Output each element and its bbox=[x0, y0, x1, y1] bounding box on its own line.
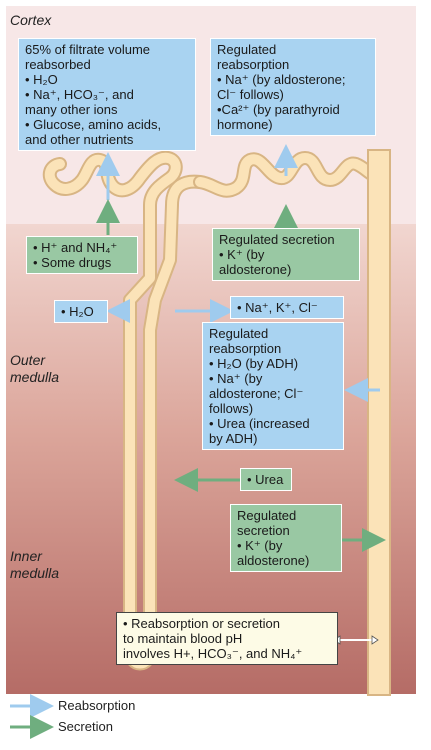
ph-note-box: • Reabsorption or secretion to maintain … bbox=[116, 612, 338, 665]
dct-reabsorption-box: Regulated reabsorption • Na⁺ (by aldoste… bbox=[210, 38, 376, 136]
zone-label-cortex: Cortex bbox=[10, 12, 52, 28]
collecting-duct bbox=[367, 149, 391, 696]
ascending-ions-box: • Na⁺, K⁺, Cl⁻ bbox=[230, 296, 344, 319]
urea-box: • Urea bbox=[240, 468, 292, 491]
legend-secretion-label: Secretion bbox=[58, 719, 113, 734]
cd-secretion-box: Regulated secretion • K⁺ (by aldosterone… bbox=[230, 504, 342, 572]
zone-label-inner-medulla: Inner medulla bbox=[10, 548, 60, 581]
pct-reabsorption-box: 65% of filtrate volume reabsorbed • H₂O … bbox=[18, 38, 196, 151]
pct-secretion-box: • H⁺ and NH₄⁺ • Some drugs bbox=[26, 236, 138, 274]
descending-water-box: • H₂O bbox=[54, 300, 108, 323]
cd-reabsorption-box: Regulated reabsorption • H₂O (by ADH) • … bbox=[202, 322, 344, 450]
dct-secretion-box: Regulated secretion • K⁺ (by aldosterone… bbox=[212, 228, 360, 281]
legend-reabsorption-label: Reabsorption bbox=[58, 698, 136, 713]
zone-label-outer-medulla: Outer medulla bbox=[10, 352, 60, 385]
